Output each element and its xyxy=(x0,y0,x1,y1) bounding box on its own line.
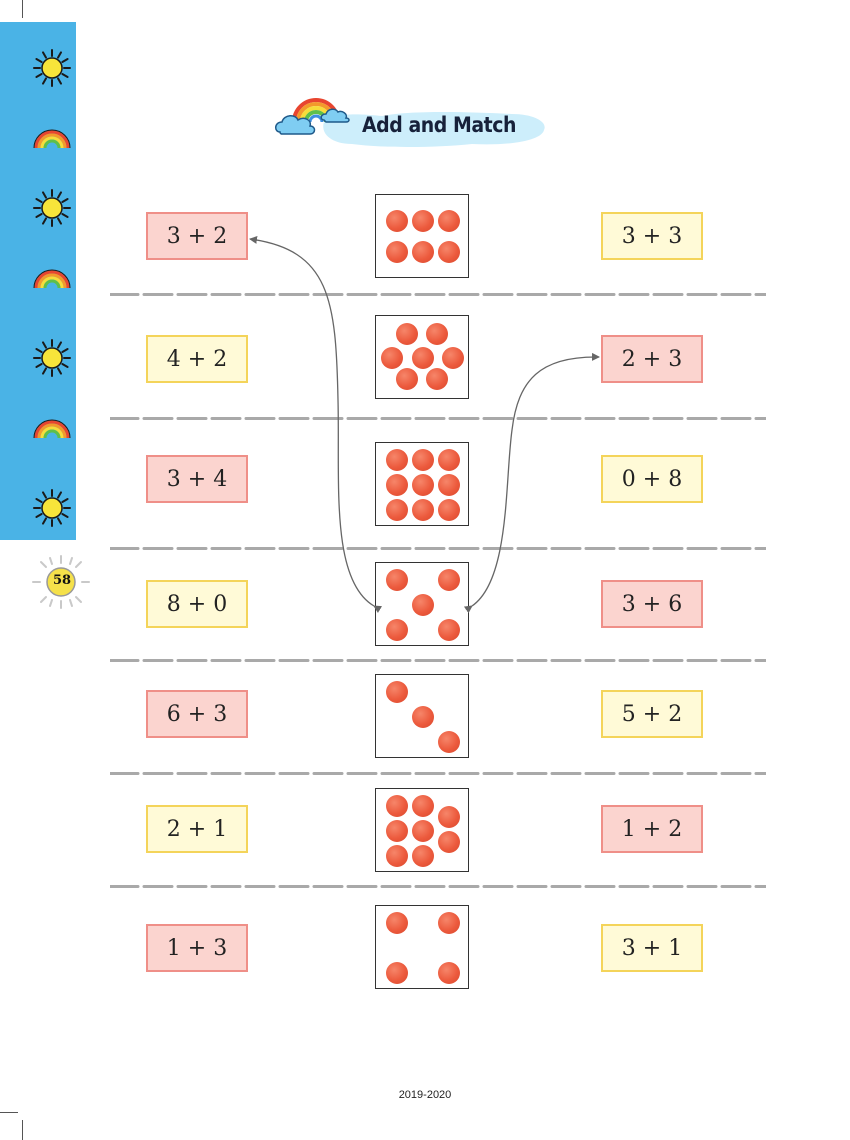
counter-dot xyxy=(412,820,434,842)
counter-dot xyxy=(412,795,434,817)
counter-dot xyxy=(442,347,464,369)
counter-dot xyxy=(438,962,460,984)
counter-dot xyxy=(438,210,460,232)
dot-count-box[interactable] xyxy=(375,674,469,758)
left-expression-box[interactable]: 4 + 2 xyxy=(146,335,248,383)
sun-icon xyxy=(33,339,71,377)
counter-dot xyxy=(438,449,460,471)
left-expression-box[interactable]: 3 + 4 xyxy=(146,455,248,503)
counter-dot xyxy=(386,681,408,703)
row-divider xyxy=(110,293,766,296)
counter-dot xyxy=(438,831,460,853)
page-number-sun-icon xyxy=(32,555,90,609)
left-expression-box[interactable]: 2 + 1 xyxy=(146,805,248,853)
counter-dot xyxy=(386,569,408,591)
counter-dot xyxy=(396,368,418,390)
counter-dot xyxy=(386,912,408,934)
counter-dot xyxy=(412,474,434,496)
counter-dot xyxy=(412,241,434,263)
counter-dot xyxy=(412,210,434,232)
sun-icon xyxy=(33,189,71,227)
left-expression-box[interactable]: 8 + 0 xyxy=(146,580,248,628)
crop-mark xyxy=(22,1120,23,1140)
counter-dot xyxy=(426,323,448,345)
cloud-icon xyxy=(275,108,350,135)
counter-dot xyxy=(386,962,408,984)
counter-dot xyxy=(412,706,434,728)
row-divider xyxy=(110,659,766,662)
counter-dot xyxy=(396,323,418,345)
counter-dot xyxy=(438,912,460,934)
counter-dot xyxy=(412,845,434,867)
row-divider xyxy=(110,547,766,550)
dot-count-box[interactable] xyxy=(375,194,469,278)
counter-dot xyxy=(412,499,434,521)
left-expression-box[interactable]: 1 + 3 xyxy=(146,924,248,972)
rainbow-icon xyxy=(33,419,71,439)
counter-dot xyxy=(438,731,460,753)
counter-dot xyxy=(386,474,408,496)
page-title: Add and Match xyxy=(362,113,516,137)
sun-icon xyxy=(33,489,71,527)
row-divider xyxy=(110,417,766,420)
counter-dot xyxy=(438,619,460,641)
right-expression-box[interactable]: 3 + 6 xyxy=(601,580,703,628)
counter-dot xyxy=(386,795,408,817)
right-expression-box[interactable]: 2 + 3 xyxy=(601,335,703,383)
left-expression-box[interactable]: 3 + 2 xyxy=(146,212,248,260)
dot-count-box[interactable] xyxy=(375,788,469,872)
counter-dot xyxy=(438,241,460,263)
right-expression-box[interactable]: 3 + 1 xyxy=(601,924,703,972)
counter-dot xyxy=(386,241,408,263)
row-divider xyxy=(110,772,766,775)
right-expression-box[interactable]: 3 + 3 xyxy=(601,212,703,260)
rainbow-icon xyxy=(33,269,71,289)
rainbow-icon xyxy=(33,129,71,149)
right-expression-box[interactable]: 1 + 2 xyxy=(601,805,703,853)
counter-dot xyxy=(412,449,434,471)
title-banner xyxy=(275,98,545,147)
left-expression-box[interactable]: 6 + 3 xyxy=(146,690,248,738)
page-number: 58 xyxy=(52,573,72,588)
counter-dot xyxy=(386,210,408,232)
right-expression-box[interactable]: 5 + 2 xyxy=(601,690,703,738)
counter-dot xyxy=(438,474,460,496)
dot-count-box[interactable] xyxy=(375,442,469,526)
dot-count-box[interactable] xyxy=(375,562,469,646)
counter-dot xyxy=(426,368,448,390)
dot-count-box[interactable] xyxy=(375,315,469,399)
counter-dot xyxy=(386,820,408,842)
footer-year: 2019-2020 xyxy=(398,1089,452,1101)
counter-dot xyxy=(386,619,408,641)
counter-dot xyxy=(386,449,408,471)
counter-dot xyxy=(438,806,460,828)
counter-dot xyxy=(438,569,460,591)
crop-mark xyxy=(22,0,23,18)
counter-dot xyxy=(386,845,408,867)
match-arrow xyxy=(463,352,600,614)
counter-dot xyxy=(412,347,434,369)
counter-dot xyxy=(386,499,408,521)
counter-dot xyxy=(381,347,403,369)
counter-dot xyxy=(438,499,460,521)
crop-mark xyxy=(0,1112,18,1113)
counter-dot xyxy=(412,594,434,616)
sun-icon xyxy=(33,49,71,87)
row-divider xyxy=(110,885,766,888)
right-expression-box[interactable]: 0 + 8 xyxy=(601,455,703,503)
dot-count-box[interactable] xyxy=(375,905,469,989)
